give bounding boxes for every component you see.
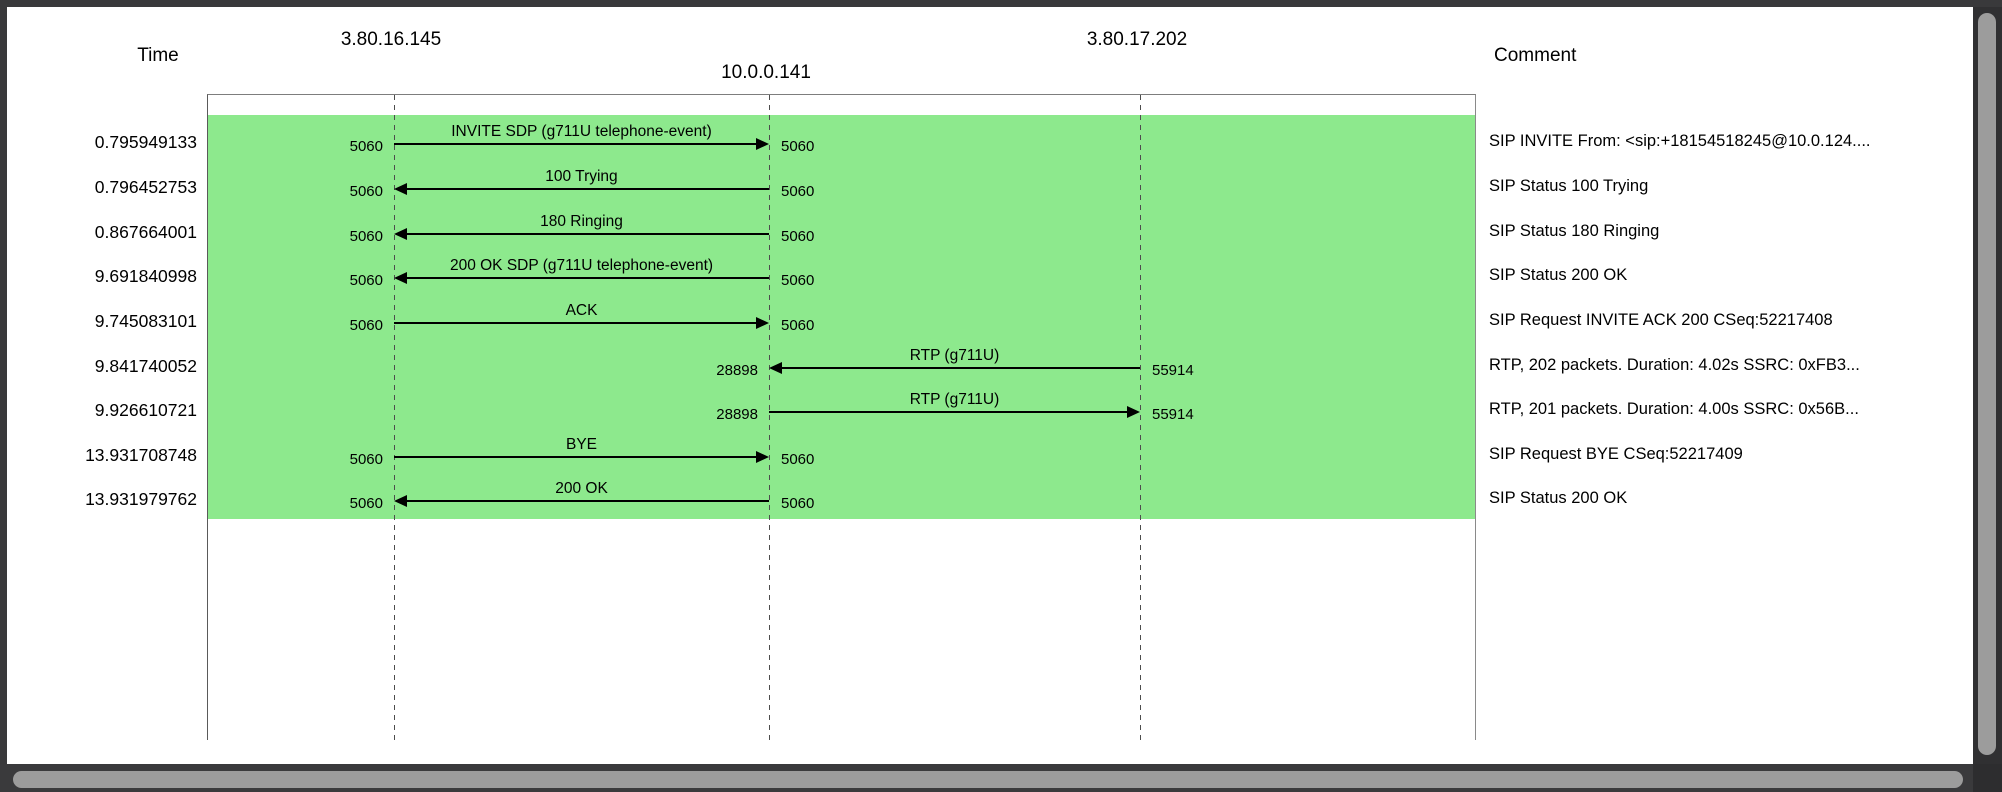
endpoint-lifeline (394, 95, 395, 740)
message-comment[interactable]: SIP Request INVITE ACK 200 CSeq:52217408 (1489, 311, 1833, 329)
message-time[interactable]: 0.867664001 (94, 222, 197, 242)
message-comment[interactable]: SIP Status 200 OK (1489, 266, 1628, 284)
message-time[interactable]: 9.926610721 (94, 400, 197, 420)
message-label[interactable]: 100 Trying (545, 168, 618, 185)
message-time[interactable]: 0.796452753 (94, 177, 197, 197)
message-arrow[interactable] (405, 500, 769, 502)
time-column-header: Time (137, 45, 179, 66)
message-comment[interactable]: SIP Request BYE CSeq:52217409 (1489, 445, 1743, 463)
message-time[interactable]: 13.931708748 (85, 445, 197, 465)
message-arrowhead (769, 362, 782, 374)
message-arrow[interactable] (780, 367, 1140, 369)
message-time[interactable]: 0.795949133 (94, 132, 197, 152)
message-arrowhead (394, 272, 407, 284)
call-highlight-band (208, 115, 1476, 519)
message-arrowhead (1127, 406, 1140, 418)
message-time[interactable]: 9.745083101 (94, 311, 197, 331)
source-port-label: 5060 (349, 317, 383, 334)
destination-port-label: 5060 (781, 138, 815, 155)
destination-port-label: 5060 (781, 228, 815, 245)
message-time[interactable]: 9.691840998 (94, 266, 197, 286)
flow-canvas: Time Comment 3.80.16.145 10.0.0.141 3.80.1… (7, 7, 1973, 764)
destination-port-label: 5060 (781, 183, 815, 200)
destination-port-label: 5060 (781, 272, 815, 289)
source-port-label: 5060 (349, 228, 383, 245)
message-arrow[interactable] (394, 322, 758, 324)
endpoint-lifeline (769, 95, 770, 740)
message-comment[interactable]: RTP, 202 packets. Duration: 4.02s SSRC: … (1489, 356, 1860, 374)
message-label[interactable]: 200 OK (555, 480, 608, 497)
source-port-label: 28898 (716, 406, 758, 423)
message-comment[interactable]: RTP, 201 packets. Duration: 4.00s SSRC: … (1489, 400, 1859, 418)
message-label[interactable]: BYE (565, 436, 597, 453)
message-label[interactable]: 180 Ringing (540, 213, 623, 230)
message-comment[interactable]: SIP Status 180 Ringing (1489, 222, 1660, 240)
message-label[interactable]: ACK (565, 302, 598, 319)
horizontal-scrollbar-thumb[interactable] (13, 771, 1963, 788)
scrollbar-corner (1973, 764, 2002, 792)
message-time[interactable]: 13.931979762 (85, 489, 197, 509)
comment-column-header: Comment (1494, 45, 1577, 66)
source-port-label: 5060 (349, 272, 383, 289)
source-port-label: 28898 (716, 362, 758, 379)
message-arrowhead (756, 138, 769, 150)
message-arrow[interactable] (405, 277, 769, 279)
message-label[interactable]: 200 OK SDP (g711U telephone-event) (449, 257, 714, 274)
message-label[interactable]: INVITE SDP (g711U telephone-event) (451, 123, 712, 140)
endpoint-lifeline (1140, 95, 1141, 740)
destination-port-label: 5060 (781, 317, 815, 334)
source-port-label: 5060 (349, 451, 383, 468)
message-comment[interactable]: SIP Status 200 OK (1489, 489, 1628, 507)
destination-port-label: 55914 (1152, 362, 1194, 379)
message-comment[interactable]: SIP INVITE From: <sip:+18154518245@10.0.… (1489, 132, 1871, 150)
message-arrow[interactable] (405, 188, 769, 190)
destination-port-label: 55914 (1152, 406, 1194, 423)
destination-port-label: 5060 (781, 495, 815, 512)
endpoint-address-header: 10.0.0.141 (721, 62, 811, 83)
message-time[interactable]: 9.841740052 (94, 356, 197, 376)
message-arrowhead (394, 228, 407, 240)
source-port-label: 5060 (349, 495, 383, 512)
diagram-frame (207, 94, 1476, 740)
message-arrow[interactable] (769, 411, 1129, 413)
message-comment[interactable]: SIP Status 100 Trying (1489, 177, 1649, 195)
vertical-scrollbar-thumb[interactable] (1978, 13, 1996, 755)
message-label[interactable]: RTP (g711U) (909, 347, 1000, 364)
message-arrow[interactable] (405, 233, 769, 235)
message-arrow[interactable] (394, 456, 758, 458)
endpoint-address-header: 3.80.16.145 (340, 29, 442, 50)
destination-port-label: 5060 (781, 451, 815, 468)
message-label[interactable]: RTP (g711U) (909, 391, 1000, 408)
message-arrow[interactable] (394, 143, 758, 145)
endpoint-address-header: 3.80.17.202 (1086, 29, 1188, 50)
source-port-label: 5060 (349, 138, 383, 155)
message-arrowhead (394, 495, 407, 507)
message-arrowhead (394, 183, 407, 195)
source-port-label: 5060 (349, 183, 383, 200)
message-arrowhead (756, 317, 769, 329)
message-arrowhead (756, 451, 769, 463)
